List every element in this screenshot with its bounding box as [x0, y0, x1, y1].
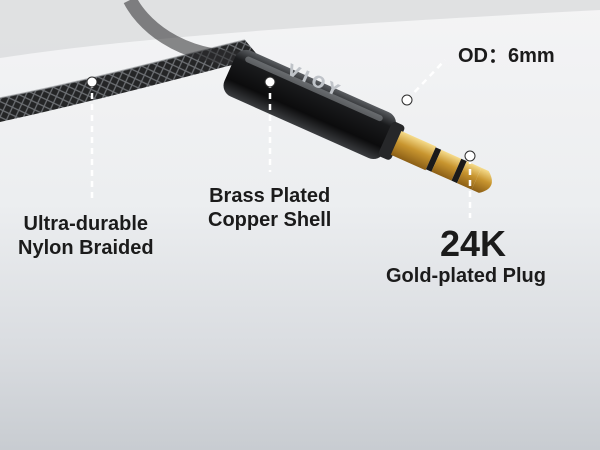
background-cable: [0, 0, 600, 58]
plug-karat-label: 24K: [440, 223, 507, 264]
shell-material-line-2: Copper Shell: [208, 209, 332, 231]
braid-label: Ultra-durable Nylon Braided: [18, 212, 154, 260]
connector-shell: [223, 49, 492, 193]
shell-material-label: Brass Plated Copper Shell: [208, 184, 331, 232]
outer-diameter-label: OD：6mm: [458, 45, 555, 67]
braid-line-2: Nylon Braided: [18, 237, 154, 259]
callout-lines: [90, 59, 472, 218]
shell-material-line-1: Brass Plated: [209, 185, 331, 207]
plug-description-label: Gold-plated Plug: [386, 265, 546, 287]
braid-line-1: Ultra-durable: [23, 213, 149, 235]
gold-plug: [390, 130, 492, 193]
braided-cable: [0, 40, 260, 122]
callout-dots: [86, 76, 476, 162]
